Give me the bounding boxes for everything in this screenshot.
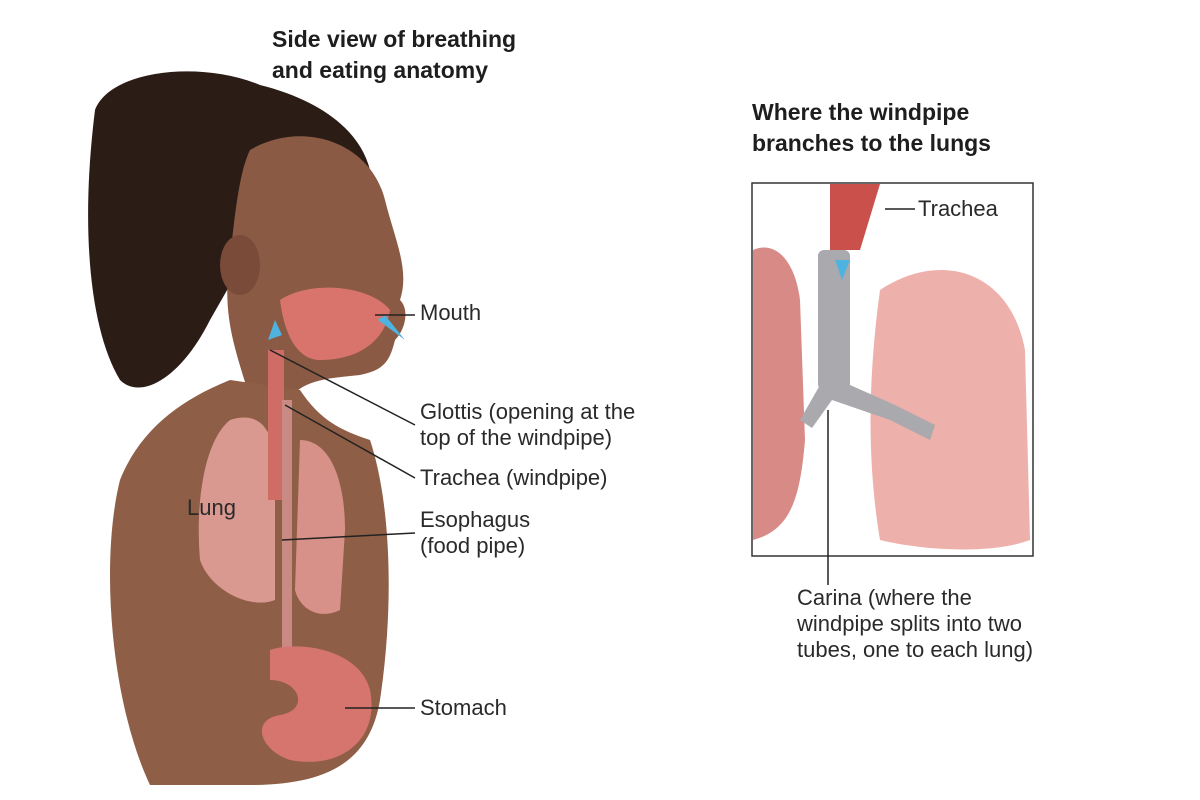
left-panel-title: Side view of breathing and eating anatom… xyxy=(272,24,516,86)
title-line: Where the windpipe xyxy=(752,99,970,125)
label-line: (food pipe) xyxy=(420,533,526,558)
right-lung xyxy=(870,270,1030,550)
label-glottis: Glottis (opening at the top of the windp… xyxy=(420,399,635,451)
right-panel-title: Where the windpipe branches to the lungs xyxy=(752,97,991,159)
ear-icon xyxy=(220,235,260,295)
label-esophagus: Esophagus (food pipe) xyxy=(420,507,530,559)
airflow-arrow-icon xyxy=(268,320,282,340)
inset-panel xyxy=(751,182,1034,557)
label-carina: Carina (where the windpipe splits into t… xyxy=(797,585,1033,663)
label-line: Carina (where the xyxy=(797,585,972,610)
label-trachea: Trachea (windpipe) xyxy=(420,465,608,490)
label-line: Glottis (opening at the xyxy=(420,399,636,424)
title-line: Side view of breathing xyxy=(272,26,517,52)
label-mouth: Mouth xyxy=(420,300,482,325)
mouth-cavity xyxy=(280,287,390,360)
label-line: tubes, one to each lung) xyxy=(797,637,1034,662)
label-line: top of the windpipe) xyxy=(420,425,613,450)
trachea-tube xyxy=(268,350,284,500)
airflow-arrow-icon xyxy=(835,260,850,280)
title-line: branches to the lungs xyxy=(752,130,991,156)
title-line: and eating anatomy xyxy=(272,57,488,83)
bronchi xyxy=(800,385,935,440)
trachea-leader-line xyxy=(284,404,416,479)
label-stomach: Stomach xyxy=(420,695,507,720)
trachea-upper xyxy=(830,184,880,250)
lung-shape-front xyxy=(295,440,345,614)
trachea-rings xyxy=(818,250,850,390)
glottis-leader-line xyxy=(269,349,416,426)
label-inset-trachea: Trachea xyxy=(918,196,998,221)
left-lung xyxy=(753,247,805,540)
airflow-arrow-icon xyxy=(378,315,405,340)
child-figure xyxy=(88,71,406,785)
label-line: Esophagus xyxy=(420,507,531,532)
lung-shape xyxy=(198,417,275,603)
stomach-shape xyxy=(261,646,372,762)
esophagus-tube xyxy=(282,400,292,650)
label-line: windpipe splits into two xyxy=(797,611,1023,636)
esophagus-leader-line xyxy=(281,532,416,541)
label-lung: Lung xyxy=(187,495,236,520)
